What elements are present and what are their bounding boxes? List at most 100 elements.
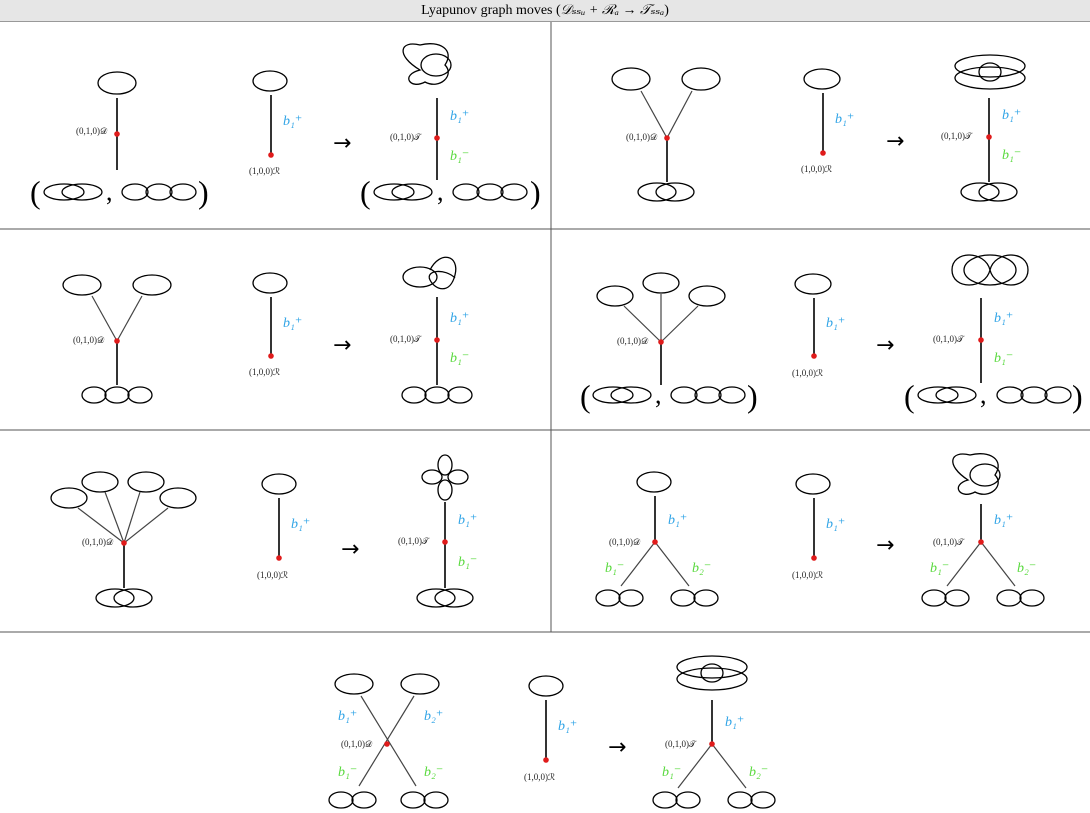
figure-title: Lyapunov graph moves (𝒟ₛₛᵤ + ℛₐ → 𝒯ₛₛₐ)	[0, 0, 1090, 22]
label-b1-plus: b₁⁺	[835, 112, 854, 127]
label-b1-minus: b₁⁻	[605, 561, 624, 576]
graph-edge	[660, 305, 699, 343]
label-b1-minus: b₁⁻	[662, 765, 681, 780]
vertex-dot	[811, 353, 817, 359]
unknot-circle	[97, 71, 137, 95]
unknot-circle	[642, 272, 680, 294]
vertex-dot	[268, 152, 274, 158]
vertex-dot	[652, 539, 658, 545]
arrow: →	[876, 533, 894, 558]
panel-5: (0,1,0)𝒟 b₁⁺ (1,0,0)ℛ → (0,1,0)𝒯 b₁⁺ b₁⁻	[50, 454, 477, 608]
unknot-circle	[528, 675, 564, 697]
vertex-label-t: (0,1,0)𝒯	[665, 739, 697, 749]
label-b1-plus: b₁⁺	[558, 719, 577, 734]
vertex-label-d: (0,1,0)𝒟	[73, 335, 105, 345]
vertex-dot	[114, 338, 120, 344]
link-triple-chain	[401, 386, 473, 404]
unknot-circle	[611, 67, 651, 91]
vertex-dot	[658, 339, 664, 345]
label-b1-plus: b₁⁺	[994, 513, 1013, 528]
graph-edge	[623, 305, 662, 343]
label-b1-minus: b₁⁻	[994, 351, 1013, 366]
graph-edge	[77, 507, 125, 544]
vertex-label-t: (0,1,0)𝒯	[390, 334, 422, 344]
vertex-dot	[543, 757, 549, 763]
vertex-label-r: (1,0,0)ℛ	[524, 772, 555, 782]
label-b1-plus: b₁⁺	[450, 311, 469, 326]
label-b1-minus: b₁⁻	[450, 149, 469, 164]
label-b1-minus: b₁⁻	[930, 561, 949, 576]
vertex-dot	[709, 741, 715, 747]
link-hopf	[95, 588, 153, 608]
arrow: →	[341, 537, 359, 562]
vertex-label-t: (0,1,0)𝒯	[933, 334, 965, 344]
vertex-label-d: (0,1,0)𝒟	[626, 132, 658, 142]
graph-edge	[946, 541, 982, 587]
label-b1-minus: b₁⁻	[450, 351, 469, 366]
graph-edge	[123, 507, 169, 544]
vertex-label-d: (0,1,0)𝒟	[76, 126, 108, 136]
paren-open: (	[30, 174, 41, 210]
label-b1-minus: b₁⁻	[1002, 148, 1021, 163]
paren-close: )	[747, 378, 758, 414]
knot-trefoil	[952, 453, 1001, 495]
vertex-dot	[978, 337, 984, 343]
graph-edge	[360, 695, 417, 787]
link-hopf	[416, 588, 474, 608]
vertex-dot	[820, 150, 826, 156]
link-double-chain	[921, 589, 970, 607]
graph-edge	[358, 695, 415, 787]
arrow: →	[608, 735, 626, 760]
graph-edge	[654, 541, 690, 587]
label-b1-plus: b₁⁺	[338, 709, 357, 724]
title-prefix: Lyapunov graph moves (	[421, 3, 561, 18]
link-double-chain	[727, 791, 776, 809]
vertex-label-r: (1,0,0)ℛ	[792, 368, 823, 378]
unknot-circle	[795, 473, 831, 495]
title-formula: 𝒟ₛₛᵤ + ℛₐ → 𝒯ₛₛₐ	[560, 3, 665, 18]
link-double-chain	[652, 791, 701, 809]
arrow: →	[876, 333, 894, 358]
link-double-chain	[400, 791, 449, 809]
unknot-circle	[62, 274, 102, 296]
link-double-chain	[595, 589, 644, 607]
arrow: →	[886, 129, 904, 154]
graph-edge	[620, 541, 656, 587]
unknot-circle	[252, 272, 288, 294]
link-double-chain	[670, 589, 719, 607]
vertex-label-t: (0,1,0)𝒯	[941, 131, 973, 141]
label-b1-plus: b₁⁺	[826, 316, 845, 331]
unknot-circle	[81, 471, 119, 493]
label-b2-minus: b₂⁻	[692, 561, 711, 576]
table-grid	[0, 22, 1090, 633]
panel-6: (0,1,0)𝒟 b₁⁺ b₁⁻ b₂⁻ b₁⁺ (1,0,0)ℛ → (0,1…	[595, 453, 1045, 607]
paren-open: (	[904, 378, 915, 414]
paren-open: (	[360, 174, 371, 210]
vertex-label-r: (1,0,0)ℛ	[249, 166, 280, 176]
graph-edge	[104, 491, 125, 544]
label-b1-plus: b₁⁺	[291, 517, 310, 532]
vertex-dot	[986, 134, 992, 140]
label-b1-plus: b₁⁺	[450, 109, 469, 124]
vertex-label-t: (0,1,0)𝒯	[933, 537, 965, 547]
vertex-dot	[978, 539, 984, 545]
link-hopf	[637, 182, 695, 202]
vertex-dot	[664, 135, 670, 141]
unknot-circle	[50, 487, 88, 509]
vertex-label-r: (1,0,0)ℛ	[249, 367, 280, 377]
vertex-label-d: (0,1,0)𝒟	[609, 537, 641, 547]
vertex-label-t: (0,1,0)𝒯	[398, 536, 430, 546]
vertex-label-d: (0,1,0)𝒟	[82, 537, 114, 547]
unknot-circle	[159, 487, 197, 509]
link-double-chain	[996, 589, 1045, 607]
label-b1-plus: b₁⁺	[994, 311, 1013, 326]
label-b1-plus: b₁⁺	[458, 513, 477, 528]
vertex-dot	[276, 555, 282, 561]
unknot-circle	[803, 68, 841, 90]
label-b2-plus: b₂⁺	[424, 709, 443, 724]
graph-edge	[91, 295, 118, 342]
vertex-label-r: (1,0,0)ℛ	[801, 164, 832, 174]
vertex-dot	[121, 540, 127, 546]
vertex-dot	[434, 337, 440, 343]
